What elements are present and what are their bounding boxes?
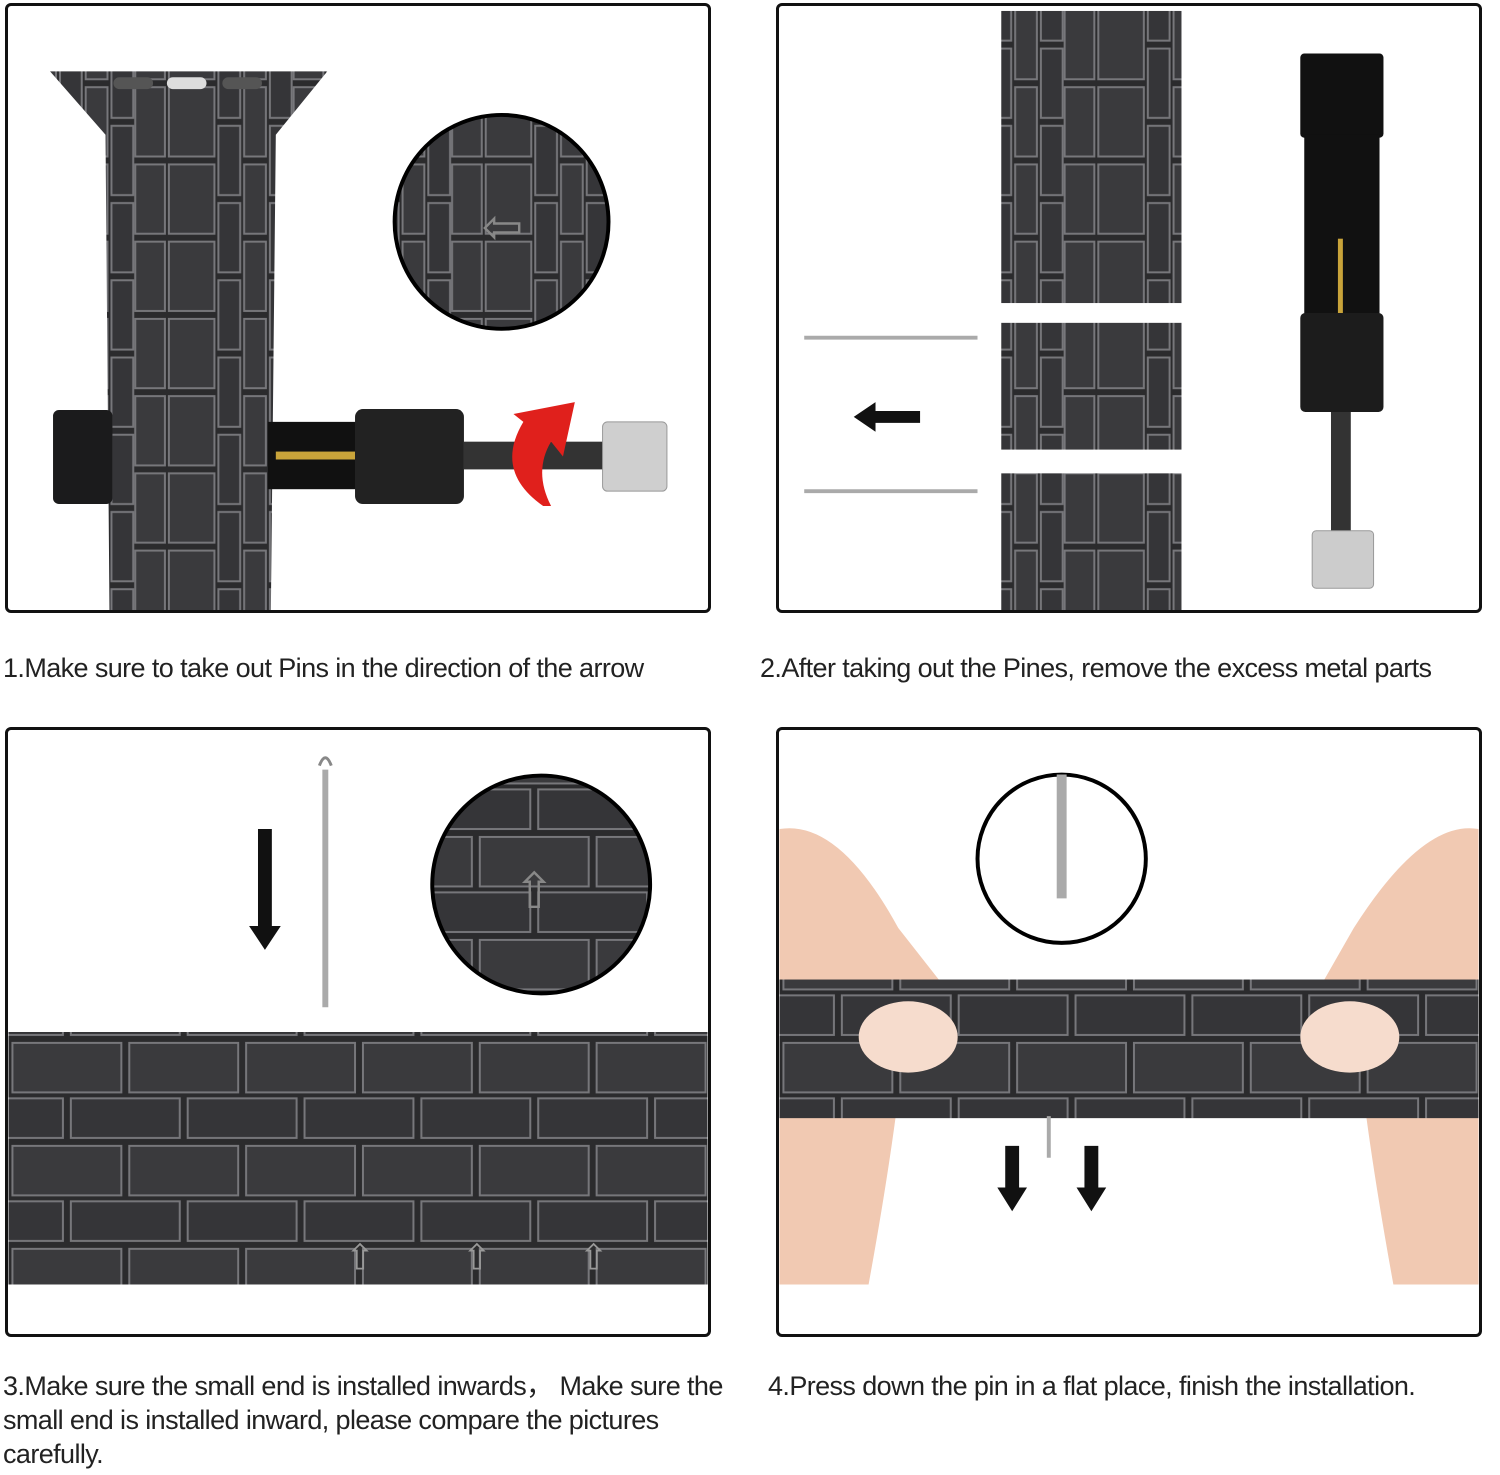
- pin-removal-tool: [1300, 53, 1384, 589]
- step-4-panel: [776, 727, 1482, 1337]
- step-4-caption: 4.Press down the pin in a flat place, fi…: [768, 1371, 1416, 1401]
- pin-icon: [317, 756, 333, 1008]
- zoom-circle: ⇧: [430, 773, 653, 996]
- pin-removal-tool: [53, 402, 668, 507]
- watch-band: [8, 1032, 708, 1285]
- step-3-caption: 3.Make sure the small end is installed i…: [3, 1371, 723, 1469]
- svg-text:⇧: ⇧: [579, 1238, 609, 1278]
- zoom-circle: [975, 772, 1148, 945]
- svg-text:⇧: ⇧: [513, 864, 554, 919]
- down-arrow-icon: [249, 829, 281, 950]
- left-arrow-icon: [853, 402, 921, 432]
- step-3-panel: ⇧ ⇧ ⇧ ⇧: [5, 727, 711, 1337]
- band-section-middle: [1001, 322, 1182, 450]
- step-3-illustration: ⇧ ⇧ ⇧ ⇧: [8, 756, 708, 1285]
- band-section-top: [1001, 10, 1182, 304]
- step-4-illustration: [779, 772, 1479, 1285]
- step-1-panel: ⇦: [5, 3, 711, 613]
- svg-text:⇧: ⇧: [345, 1238, 375, 1278]
- watch-band: [50, 71, 328, 610]
- step-2-illustration: [804, 10, 1384, 610]
- step-1-caption: 1.Make sure to take out Pins in the dire…: [3, 653, 644, 683]
- band-section-bottom: [1001, 473, 1182, 610]
- svg-text:⇧: ⇧: [462, 1238, 492, 1278]
- down-arrow-icon: [1076, 1145, 1107, 1212]
- zoom-circle: ⇦: [392, 112, 611, 331]
- svg-text:⇦: ⇦: [482, 200, 523, 255]
- step-2-panel: [776, 3, 1482, 613]
- step-1-illustration: ⇦: [50, 71, 668, 610]
- rotate-arrow-icon: [512, 402, 575, 507]
- step-2-caption: 2.After taking out the Pines, remove the…: [760, 653, 1432, 683]
- down-arrow-icon: [997, 1145, 1028, 1212]
